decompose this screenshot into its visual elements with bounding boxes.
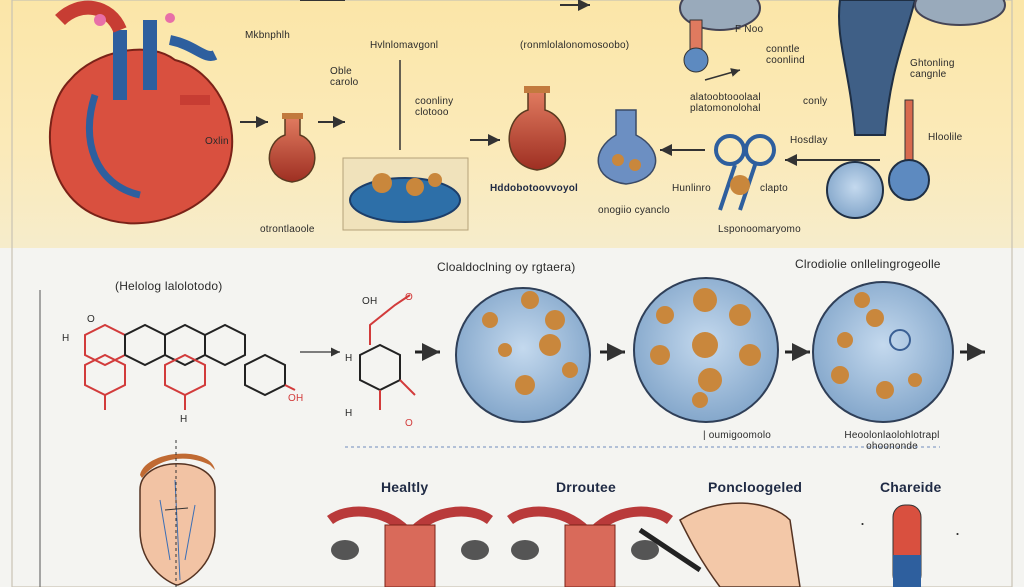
flask-2	[509, 86, 565, 170]
atom-label: OH	[362, 296, 377, 307]
atom-label: H	[180, 414, 187, 425]
label-top-14: Hosdlay	[790, 135, 828, 146]
chemical-structure-middle	[360, 295, 415, 410]
atom-label: H	[345, 353, 352, 364]
caption-2: Heoolonlaolohlotrapl ohoononde	[822, 430, 962, 452]
flask-3	[598, 110, 655, 184]
microscope-circle-2	[634, 278, 778, 422]
label-top-5: Oxlin	[205, 136, 229, 147]
label-top-8: Hddobotoovvoyol	[490, 183, 578, 194]
label-top-15: Hunlinro	[672, 183, 711, 194]
label-top-2: Hvlnlomavgonl	[370, 40, 438, 51]
microscope-circle-1	[456, 288, 590, 422]
svg-text:.: .	[860, 509, 865, 529]
label-top-11: conntle coonlind	[766, 44, 836, 66]
label-top-4: F Noo	[735, 24, 763, 35]
svg-text:.: .	[955, 519, 960, 539]
label-top-3: (ronmlolalonomosoobo)	[520, 40, 629, 51]
heart-illustration	[50, 8, 232, 224]
label-top-12: conly	[803, 96, 827, 107]
petri-dish	[343, 158, 468, 230]
label-top-7: coonliny clotooo	[415, 96, 475, 118]
arrow-top-9	[705, 70, 740, 80]
uterus-diseased	[510, 512, 670, 587]
microscope-circle-3	[813, 282, 953, 422]
label-top-17: Lsponoomaryomo	[718, 224, 801, 235]
caption-1: | oumigoomolo	[703, 430, 771, 441]
right-title: Clrodiolie onllelingrogeolle	[795, 257, 941, 271]
stage-label-diseased: Drroutee	[556, 479, 616, 495]
left-title: (Helolog lalolotodo)	[115, 279, 222, 293]
stage-label-healthy: Healtly	[381, 479, 428, 495]
test-tube	[893, 505, 921, 587]
label-top-1: Mkbnphlh	[245, 30, 290, 41]
atom-label: OH	[288, 393, 303, 404]
label-top-10: otrontlaoole	[260, 224, 315, 235]
atom-label: H	[345, 408, 352, 419]
flask-1	[269, 113, 314, 182]
atom-label: H	[62, 333, 69, 344]
label-top-18: Ghtonling cangnle	[910, 58, 970, 80]
label-top-16: clapto	[760, 183, 788, 194]
center-title: Cloaldoclning oy rgtaera)	[437, 260, 575, 274]
atom-label: O	[87, 314, 95, 325]
uterus-healthy	[330, 512, 490, 587]
scissor-tool	[716, 136, 774, 210]
stage-label-chronic: Chareide	[880, 479, 942, 495]
atom-label: O	[405, 418, 413, 429]
chemical-structure-left	[85, 325, 295, 410]
label-top-9: onogiio cyanclo	[598, 205, 670, 216]
face-illustration	[140, 440, 215, 587]
stage-label-progressed: Poncloogeled	[708, 479, 802, 495]
label-top-19: Hloolile	[928, 132, 962, 143]
label-top-6: Oble carolo	[330, 66, 378, 88]
atom-label: O	[405, 292, 413, 303]
label-top-13: alatoobtooolaal platomonolohal	[690, 92, 780, 114]
